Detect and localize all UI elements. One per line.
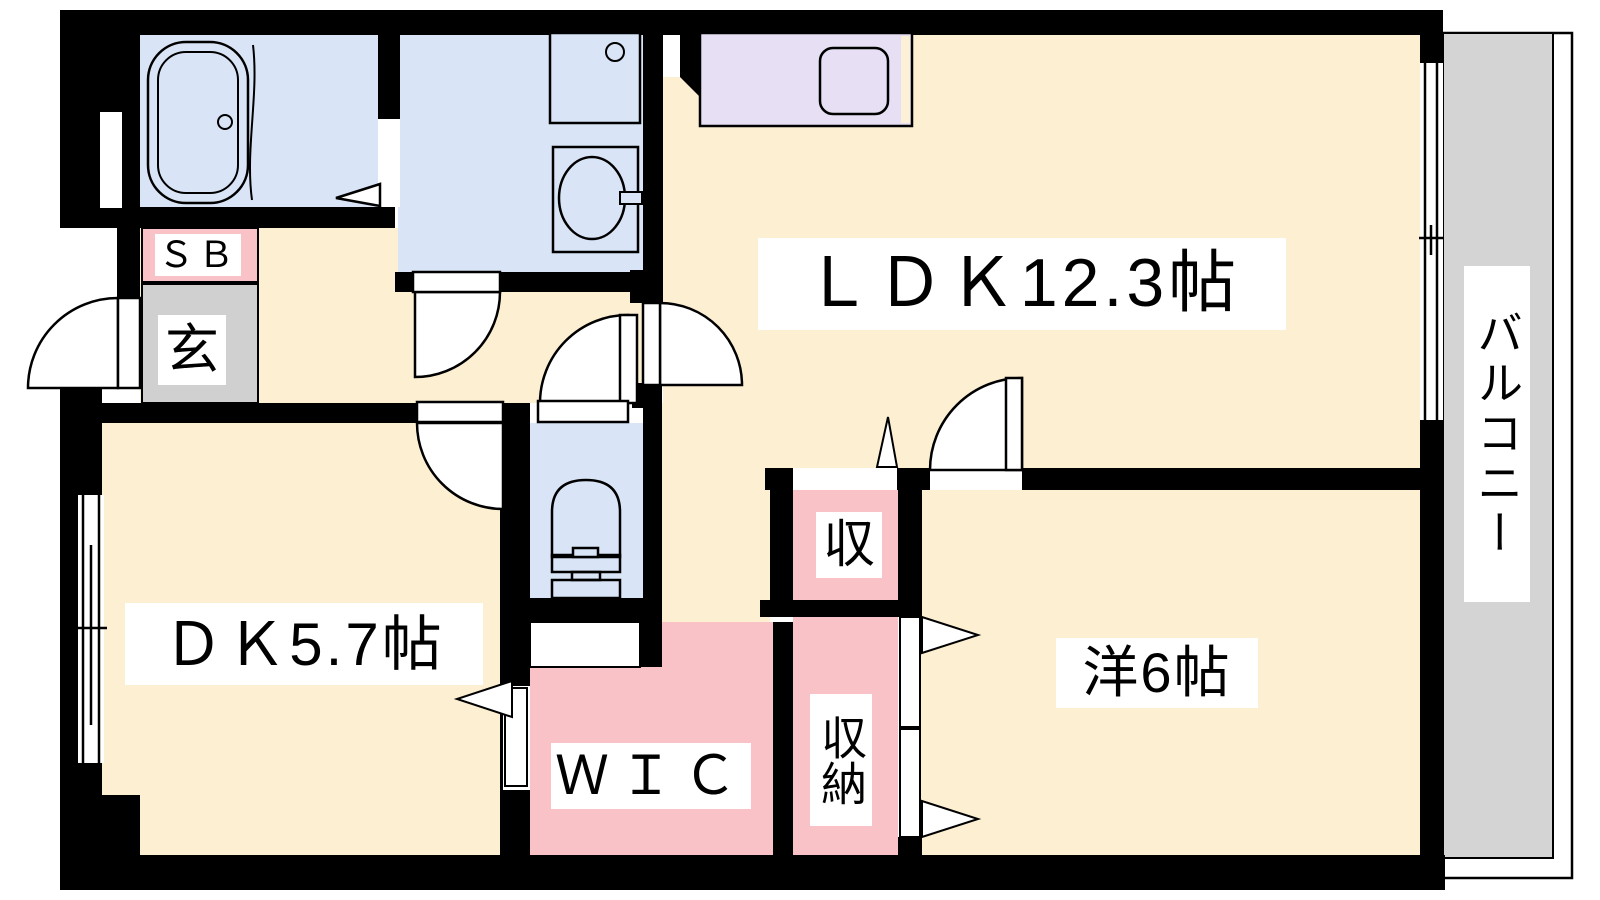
doors [26, 182, 1024, 839]
kitchen-counter-sink-icon [698, 31, 914, 128]
toilet-floor [530, 423, 643, 598]
wic-niche [529, 621, 641, 668]
washroom-top-opening [663, 35, 680, 77]
closet-label: 収 [816, 512, 882, 578]
entrance-label: 玄 [158, 315, 226, 385]
walls [60, 10, 1445, 890]
western-door-icon [928, 376, 1024, 472]
storage-doors-icon [899, 615, 982, 839]
closet-door-icon [875, 416, 899, 468]
bathroom-door-icon [335, 182, 382, 208]
entrance-door-icon [26, 296, 142, 390]
wic-label: ＷＩＣ [551, 743, 751, 809]
ldk-floor-lower [662, 403, 770, 623]
balcony-label: バルコニー [1464, 266, 1530, 602]
closet-opening [793, 468, 897, 490]
fixtures [146, 31, 914, 600]
bathroom-door-opening [378, 119, 400, 207]
ldk-door-icon [641, 301, 744, 387]
bathroom-window [100, 112, 122, 208]
western-room-label: 洋6帖 [1056, 638, 1258, 708]
washbasin-icon [551, 145, 643, 254]
ldk-room-label: ＬＤＫ12.3帖 [758, 238, 1286, 330]
bathroom-floor [140, 35, 395, 207]
washroom-door-icon [411, 270, 502, 379]
western-door-opening [930, 468, 1022, 490]
bathtub-icon [146, 40, 256, 205]
washing-machine-icon [548, 31, 642, 125]
dk-room-label: ＤＫ5.7帖 [125, 603, 483, 685]
shoe-box-label: ＳＢ [155, 234, 241, 276]
toilet-icon [550, 478, 622, 600]
balcony-window-icon [1419, 63, 1443, 420]
storage-label: 収納 [810, 694, 872, 826]
hall-door-icon [538, 313, 639, 405]
dk-door-icon [415, 400, 505, 511]
toilet-door-icon [536, 399, 630, 424]
wic-door-icon [453, 679, 528, 787]
dk-window-icon [74, 495, 107, 763]
